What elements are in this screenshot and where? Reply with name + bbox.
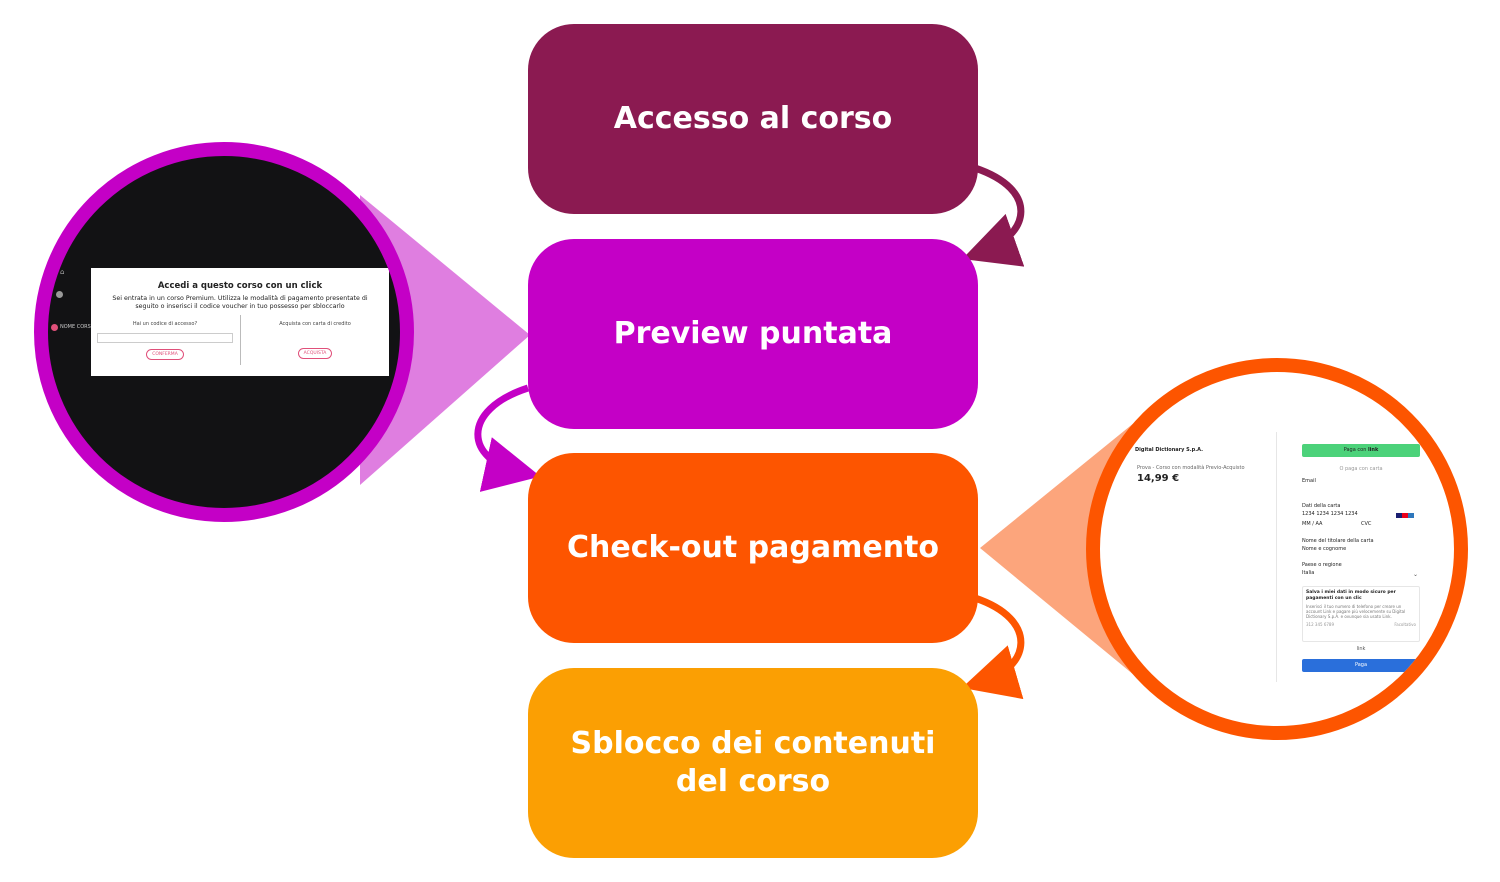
- card-column: Acquista con carta di credito ACQUISTA: [241, 321, 389, 359]
- link-pay-label: Paga con: [1343, 447, 1367, 453]
- link-footer-brand: link: [1356, 646, 1366, 652]
- dialog-text: Sei entrata in un corso Premium. Utilizz…: [112, 295, 368, 310]
- clock-icon: [56, 291, 63, 298]
- sidebar-item-course[interactable]: NOME CORSO: [60, 324, 95, 330]
- link-brand: link: [1367, 447, 1379, 453]
- dialog-divider: [240, 315, 241, 365]
- card-number-field[interactable]: 1234 1234 1234 1234: [1302, 511, 1358, 517]
- preview-screenshot-lens: ⌂ NOME CORSO Accedi a questo corso con u…: [34, 142, 414, 522]
- or-pay-card: O paga con carta: [1339, 466, 1383, 472]
- card-purchase-label: Acquista con carta di credito: [279, 321, 351, 327]
- access-dialog: Accedi a questo corso con un click Sei e…: [91, 268, 389, 376]
- confirm-button[interactable]: CONFERMA: [146, 349, 184, 360]
- voucher-column: Hai un codice di accesso? CONFERMA: [91, 321, 239, 360]
- optional-label: Facoltativo: [1394, 622, 1416, 627]
- merchant-name: Digital Dictionary S.p.A.: [1135, 447, 1203, 453]
- country-select[interactable]: Italia: [1302, 570, 1315, 576]
- save-text: Inserisci il tuo numero di telefono per …: [1306, 604, 1406, 619]
- step-preview-puntata: Preview puntata: [528, 239, 978, 429]
- holder-label: Nome del titolare della carta: [1302, 538, 1374, 544]
- save-title: Salva i miei dati in modo sicuro per pag…: [1306, 590, 1396, 601]
- arrow-step2-to-step3: [474, 384, 541, 492]
- product-name: Prova - Corso con modalità Previo-Acquis…: [1137, 465, 1245, 471]
- home-icon: ⌂: [60, 268, 65, 276]
- step-accesso-al-corso: Accesso al corso: [528, 24, 978, 214]
- country-label: Paese o regione: [1302, 562, 1342, 568]
- checkout-divider: [1276, 432, 1277, 682]
- expiry-field[interactable]: MM / AA: [1302, 521, 1323, 527]
- arrow-step3-to-step4: [961, 594, 1025, 700]
- phone-field[interactable]: 312 345 6789: [1306, 622, 1334, 627]
- link-pay-button[interactable]: Paga con link: [1302, 444, 1420, 457]
- card-details-label: Dati della carta: [1302, 503, 1341, 509]
- voucher-code-input[interactable]: [97, 333, 233, 343]
- card-brands-icon: [1396, 513, 1414, 518]
- price: 14,99 €: [1137, 473, 1180, 484]
- buy-button[interactable]: ACQUISTA: [297, 348, 333, 359]
- email-label: Email: [1302, 478, 1316, 484]
- save-box: Salva i miei dati in modo sicuro per pag…: [1302, 586, 1420, 642]
- phone-row[interactable]: 312 345 6789 Facoltativo: [1306, 622, 1416, 627]
- step-check-out-pagamento: Check-out pagamento: [528, 453, 978, 643]
- chevron-down-icon: ⌄: [1413, 571, 1419, 578]
- pay-button[interactable]: Paga: [1302, 659, 1420, 672]
- arrow-step1-to-step2: [962, 164, 1025, 267]
- code-label: Hai un codice di accesso?: [132, 321, 198, 327]
- course-dot-icon: [51, 324, 58, 331]
- dialog-title: Accedi a questo corso con un click: [157, 281, 323, 291]
- step-sblocco-contenuti: Sblocco dei contenuti del corso: [528, 668, 978, 858]
- cvc-field[interactable]: CVC: [1361, 521, 1372, 527]
- checkout-screenshot-lens: Digital Dictionary S.p.A. Prova - Corso …: [1086, 358, 1468, 740]
- holder-field[interactable]: Nome e cognome: [1302, 546, 1347, 552]
